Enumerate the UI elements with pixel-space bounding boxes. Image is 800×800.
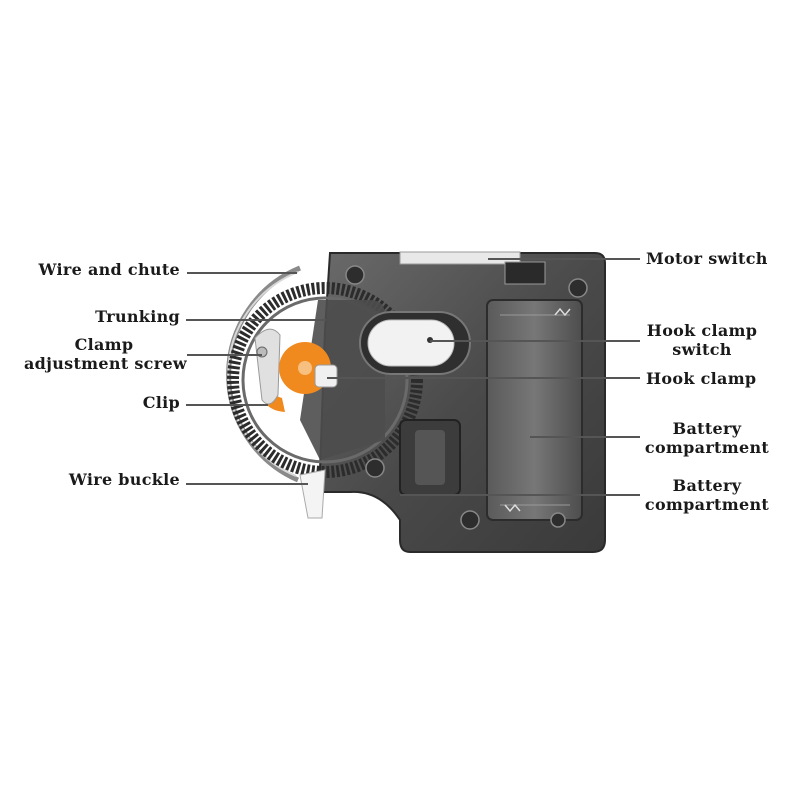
label-battery-compartment-1: Battery compartment	[644, 419, 770, 457]
hook-clamp-switch	[367, 319, 455, 367]
label-clip: Clip	[142, 393, 180, 412]
wire-buckle	[299, 469, 326, 519]
label-motor-switch: Motor switch	[646, 249, 768, 268]
leader-wire-buckle	[186, 483, 308, 485]
hook-clamp	[314, 364, 338, 388]
leader-clamp-screw	[187, 354, 262, 356]
leader-clip	[186, 404, 268, 406]
screw-top-right	[568, 278, 588, 298]
label-trunking: Trunking	[95, 307, 180, 326]
label-battery-compartment-2: Battery compartment	[644, 476, 770, 514]
leader-hook-clamp	[327, 377, 640, 379]
leader-battery-1	[530, 436, 640, 438]
leader-motor-switch	[488, 258, 640, 260]
motor-switch	[504, 261, 546, 285]
leader-trunking	[186, 319, 326, 321]
screw-bottom	[460, 510, 480, 530]
clamp-screw	[256, 346, 268, 358]
screw-top-left	[345, 265, 365, 285]
label-clamp-adjustment-screw: Clamp adjustment screw	[24, 335, 188, 373]
leader-wire-chute	[187, 272, 297, 274]
screw-bottom-left	[365, 458, 385, 478]
battery-compartment	[486, 299, 583, 521]
clamp-arm	[254, 328, 281, 405]
gear-ring	[227, 282, 423, 478]
label-hook-clamp: Hook clamp	[646, 369, 757, 388]
leader-battery-2	[400, 494, 640, 496]
leader-hook-switch	[430, 340, 640, 342]
label-wire-buckle: Wire buckle	[68, 470, 180, 489]
label-hook-clamp-switch: Hook clamp switch	[646, 321, 758, 359]
label-wire-and-chute: Wire and chute	[38, 260, 180, 279]
